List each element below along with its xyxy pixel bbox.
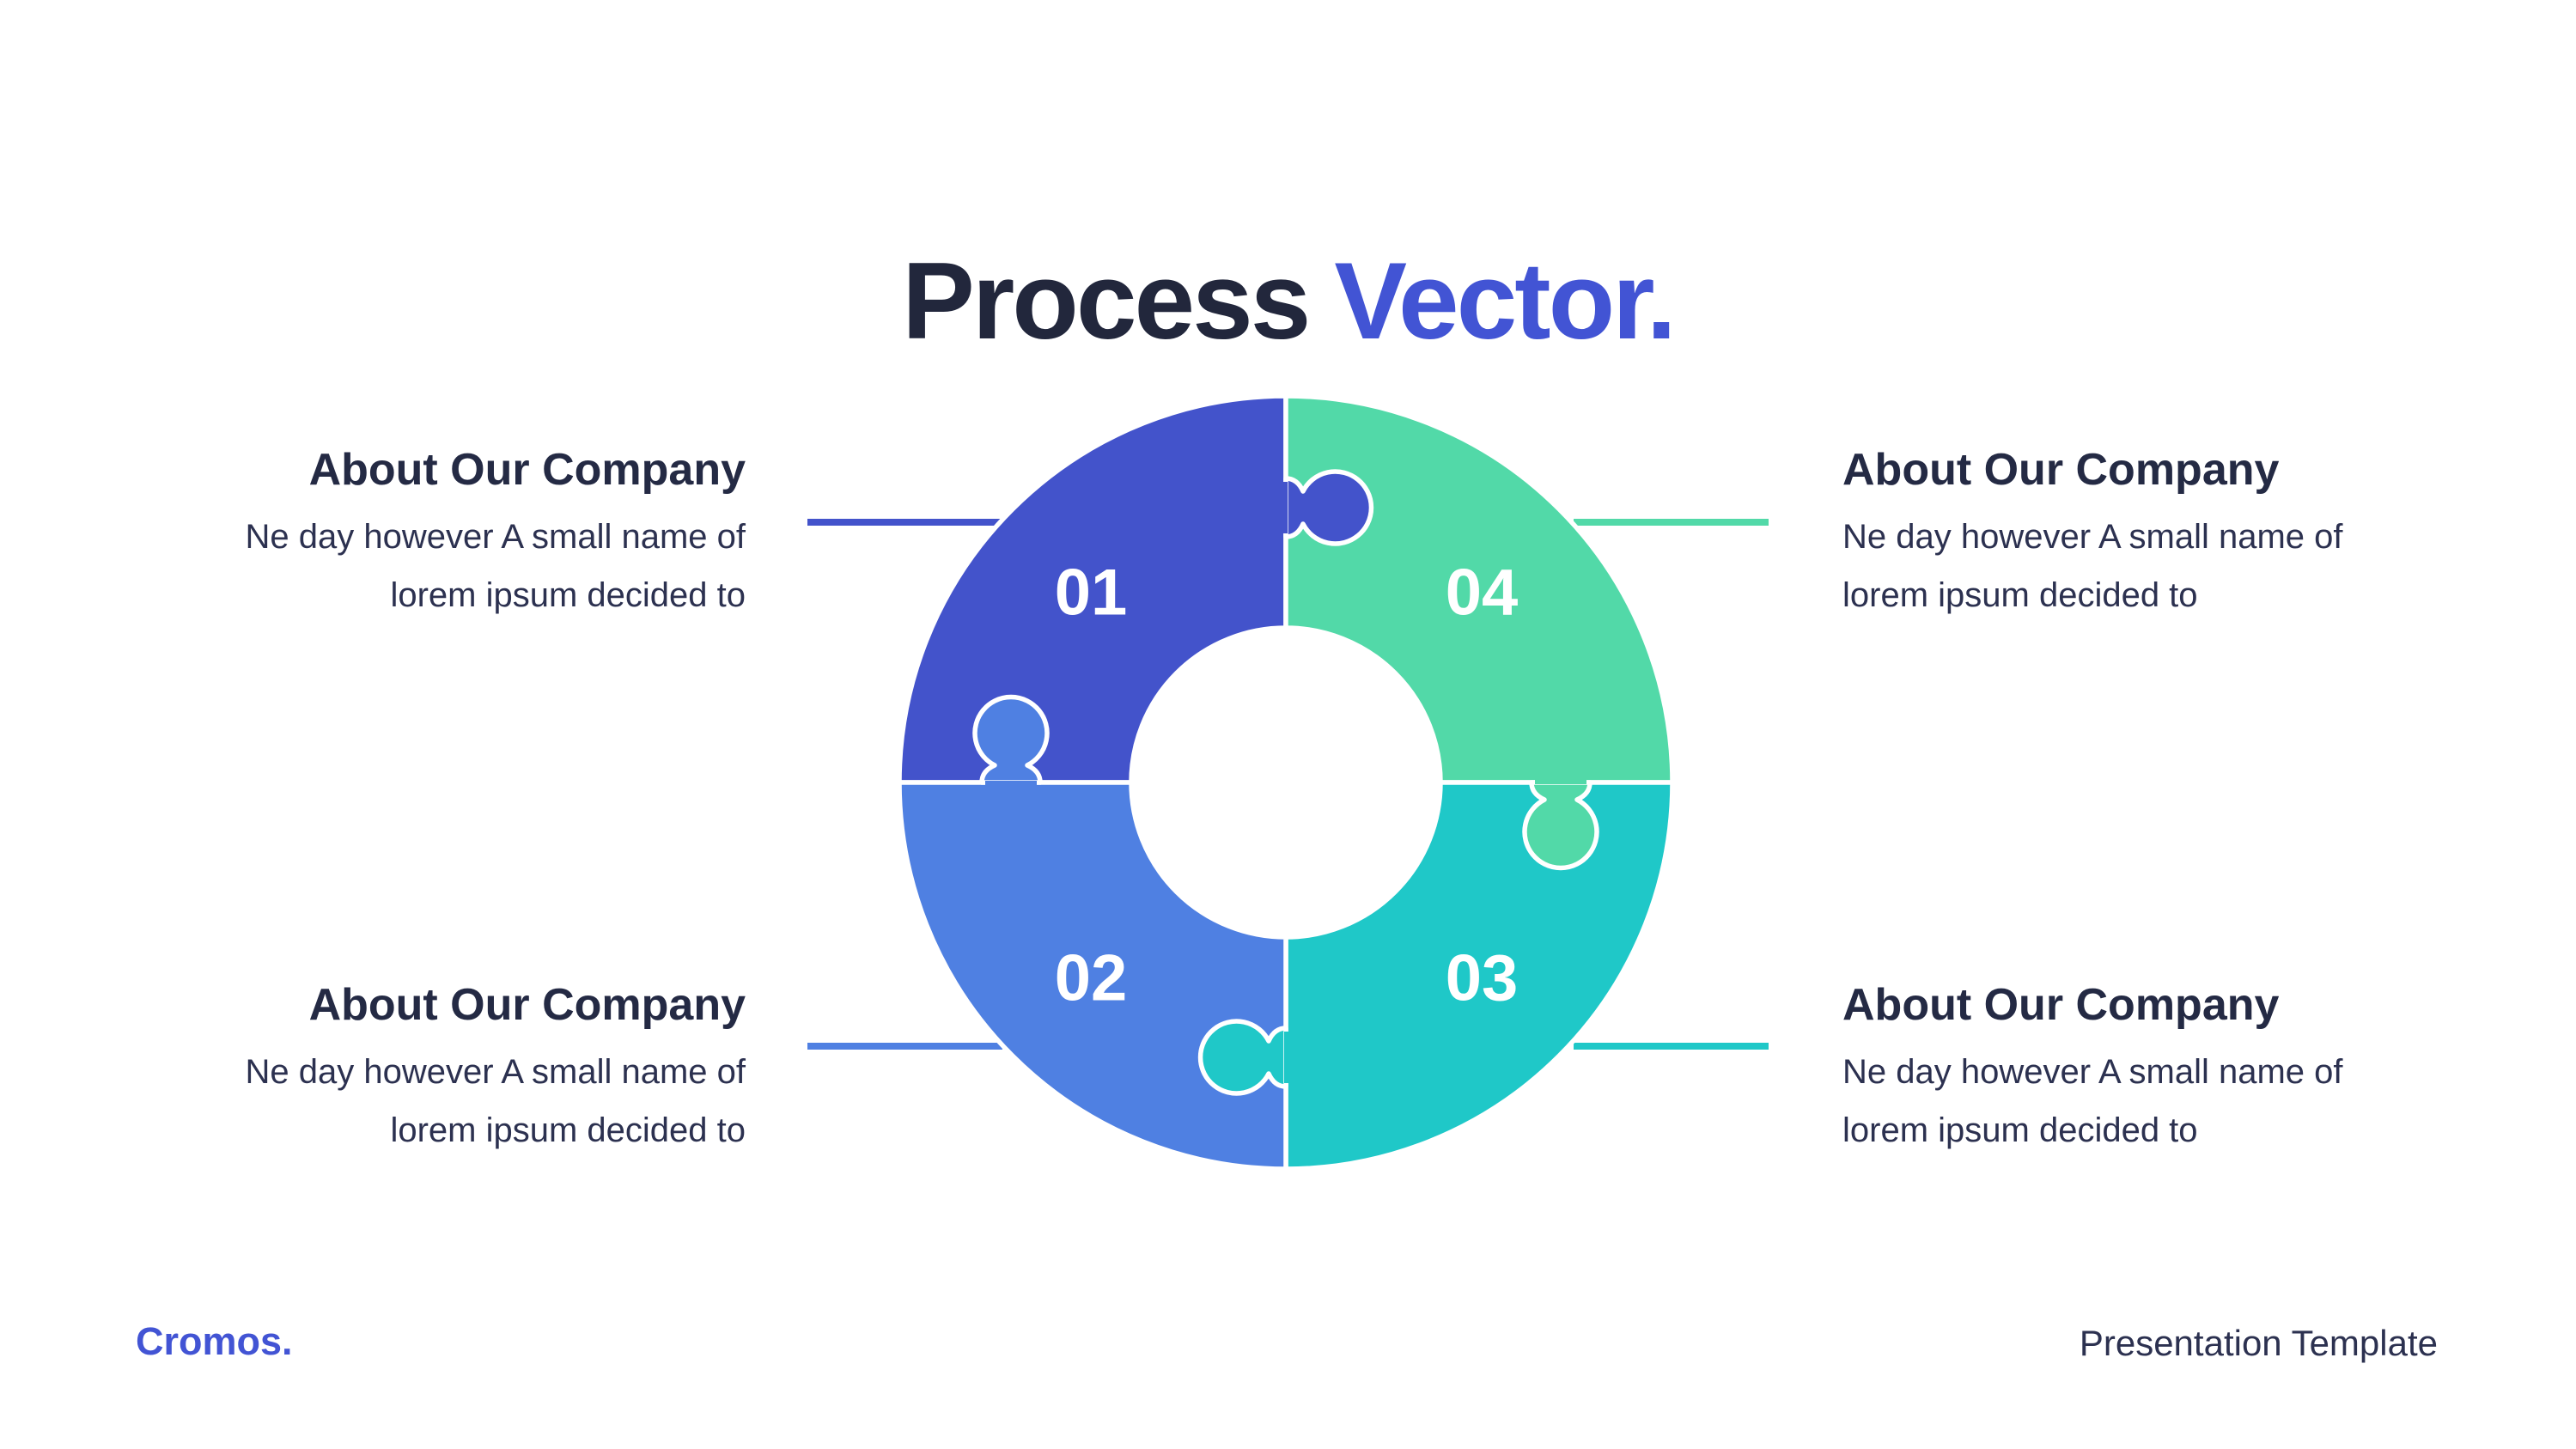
- block-body-line: lorem ipsum decided to: [390, 576, 746, 614]
- step-number-02: 02: [1055, 942, 1128, 1015]
- connector-line-bottom-right: [1574, 1043, 1769, 1050]
- brand-logo-text: Cromos.: [136, 1319, 293, 1363]
- connector-line-bottom-left: [807, 1043, 1002, 1050]
- title-accent-part: Vector.: [1334, 240, 1677, 362]
- block-heading: About Our Company: [1842, 980, 2280, 1030]
- text-block-top-right: About Our Company Ne day however A small…: [1842, 444, 2478, 624]
- puzzle-tab-neck: [1280, 482, 1288, 533]
- block-heading: About Our Company: [308, 445, 746, 495]
- puzzle-process-diagram: 01 04 02 03: [897, 393, 1675, 1172]
- puzzle-tab-piece-01: [1280, 469, 1374, 546]
- step-number-03: 03: [1446, 942, 1519, 1015]
- puzzle-tab-piece-03: [1197, 1019, 1292, 1096]
- block-body-line: lorem ipsum decided to: [1842, 1111, 2198, 1149]
- step-number-04: 04: [1446, 557, 1519, 630]
- step-number-01: 01: [1055, 557, 1128, 630]
- puzzle-piece-04: [1283, 393, 1675, 785]
- block-body-line: lorem ipsum decided to: [1842, 576, 2198, 614]
- block-heading: About Our Company: [1842, 445, 2280, 495]
- text-block-bottom-left: About Our Company Ne day however A small…: [110, 979, 746, 1160]
- block-heading: About Our Company: [308, 980, 746, 1030]
- puzzle-piece-01: [897, 393, 1288, 785]
- text-block-top-left: About Our Company Ne day however A small…: [110, 444, 746, 624]
- puzzle-tab-shape: [1522, 780, 1599, 871]
- footer-template-label: Presentation Template: [2079, 1323, 2438, 1363]
- block-body-line: Ne day however A small name of: [1842, 1053, 2343, 1091]
- puzzle-tab-shape: [1283, 469, 1374, 546]
- block-body-line: lorem ipsum decided to: [390, 1111, 746, 1149]
- puzzle-tab-neck: [985, 781, 1037, 788]
- connector-line-top-right: [1574, 519, 1769, 526]
- block-body-line: Ne day however A small name of: [245, 1053, 746, 1091]
- title-dark-part: Process: [902, 240, 1311, 362]
- connector-line-top-left: [807, 519, 1002, 526]
- puzzle-piece-03: [1283, 780, 1675, 1172]
- puzzle-tab-shape: [972, 694, 1050, 785]
- block-body-line: Ne day however A small name of: [245, 518, 746, 556]
- puzzle-tab-shape: [1197, 1019, 1288, 1096]
- block-body-line: Ne day however A small name of: [1842, 518, 2343, 556]
- puzzle-piece-02: [897, 780, 1288, 1172]
- puzzle-tab-piece-02: [972, 694, 1050, 788]
- text-block-bottom-right: About Our Company Ne day however A small…: [1842, 979, 2478, 1160]
- puzzle-tab-neck: [1535, 776, 1586, 784]
- puzzle-tab-neck: [1284, 1032, 1292, 1083]
- puzzle-tab-piece-04: [1522, 776, 1599, 871]
